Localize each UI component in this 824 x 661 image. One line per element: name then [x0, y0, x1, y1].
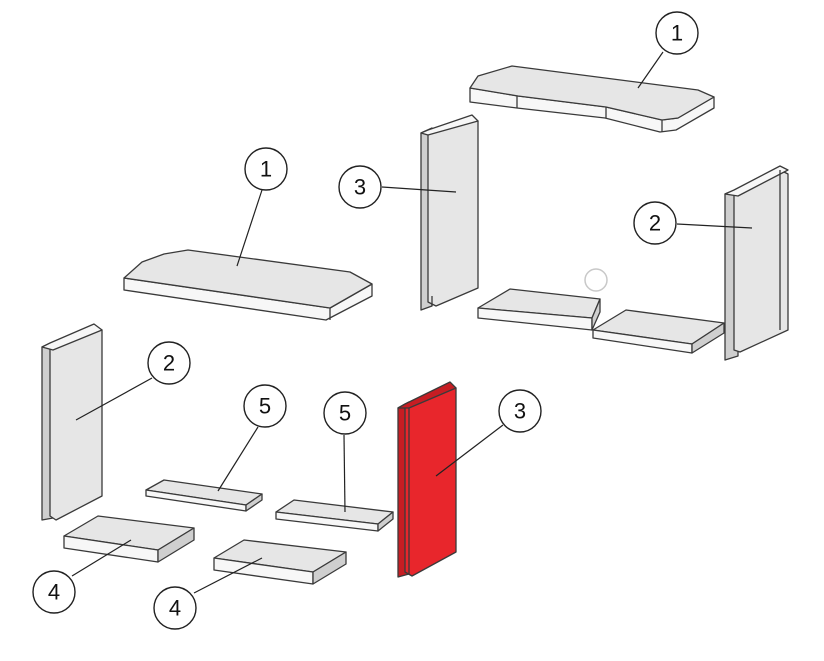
leader-c6 — [217, 426, 259, 492]
block-right-floor-a — [477, 288, 601, 331]
panel-highlighted — [397, 381, 457, 578]
callout-c9: 4 — [32, 570, 76, 614]
callout-c4: 2 — [633, 201, 677, 245]
leader-c1 — [637, 51, 664, 89]
callout-label: 4 — [48, 580, 60, 605]
callout-label: 2 — [163, 351, 175, 376]
leader-c4 — [676, 223, 753, 229]
callout-label: 2 — [649, 211, 661, 236]
tile-5-left — [145, 479, 263, 512]
leader-lines — [71, 51, 753, 594]
block-lower-left — [63, 515, 195, 563]
leader-c10 — [193, 557, 263, 594]
callout-c2: 1 — [244, 147, 288, 191]
block-right-floor-b — [592, 309, 725, 354]
callout-label: 4 — [169, 596, 181, 621]
callout-label: 5 — [259, 394, 271, 419]
leader-c7 — [343, 434, 346, 513]
slab-top-right — [469, 65, 715, 133]
callout-c8: 3 — [498, 389, 542, 433]
leader-c8 — [435, 424, 504, 477]
block-lower-right — [213, 539, 347, 585]
callout-c6: 5 — [243, 384, 287, 428]
callout-label: 3 — [354, 175, 366, 200]
leader-c2 — [236, 189, 263, 267]
callout-c10: 4 — [153, 586, 197, 630]
leader-c5 — [75, 377, 153, 421]
callout-c7: 5 — [323, 391, 367, 435]
panel-left-vertical — [41, 323, 103, 521]
callout-label: 1 — [260, 157, 272, 182]
tile-5-right — [275, 499, 394, 532]
callout-label: 1 — [671, 21, 683, 46]
leader-c3 — [381, 186, 457, 193]
panel-upper-vertical — [420, 114, 479, 311]
panel-right-vertical — [724, 165, 789, 361]
callout-c1: 1 — [655, 11, 699, 55]
slab-middle — [123, 249, 373, 321]
reference-marker — [584, 268, 608, 292]
callout-label: 5 — [339, 401, 351, 426]
callout-label: 3 — [514, 399, 526, 424]
callout-c5: 2 — [147, 341, 191, 385]
leader-c9 — [71, 539, 132, 577]
callout-c3: 3 — [338, 165, 382, 209]
